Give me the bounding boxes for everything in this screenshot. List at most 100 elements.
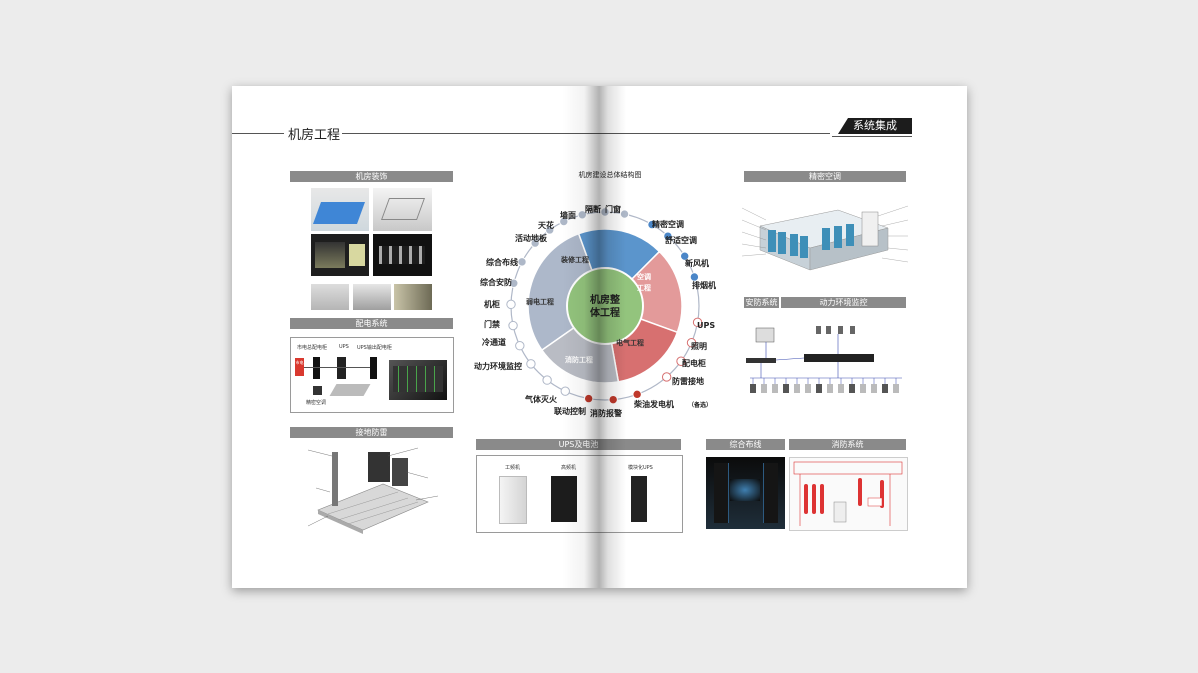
output-cabinet-icon (370, 357, 377, 379)
label-cabinet: 机柜 (484, 300, 500, 309)
badge-rule (832, 136, 912, 137)
photo-room (311, 234, 369, 276)
ring-dot (608, 394, 618, 405)
label-access: 门禁 (484, 320, 500, 329)
power-diagram-box: 市电总配电柜 UPS UPS输出配电柜 市电 精密空调 (290, 337, 454, 413)
sensor-device (761, 384, 767, 393)
segment-decor (527, 232, 606, 352)
label-partition: 隔断 (585, 205, 601, 214)
section-power: 配电系统 (290, 318, 453, 329)
photo-small-2 (353, 284, 391, 310)
segment-ac-label-2: 工程 (637, 283, 651, 292)
ring-dot (526, 359, 536, 369)
section-badge: 系统集成 (838, 118, 912, 134)
ring-dot (542, 375, 552, 385)
label-ground: 防雷接地 (672, 377, 704, 386)
center-disc (566, 267, 644, 345)
photo-small-3 (394, 284, 432, 310)
battery-rack-icon (389, 360, 447, 400)
label-light: 照明 (691, 342, 707, 351)
ring-dot (545, 225, 555, 235)
ring-dot (560, 386, 570, 396)
label-exhaust: 排烟机 (692, 281, 716, 290)
ring-dot (600, 207, 610, 217)
sensor-device (849, 384, 855, 393)
section-ups: UPS及电池 (476, 439, 681, 450)
sensor-device (893, 384, 899, 393)
sensor-device (783, 384, 789, 393)
label-grid-cabinet: 市电总配电柜 (297, 345, 328, 351)
sensor-device (838, 384, 844, 393)
brochure-spread: 机房工程 系统集成 机房装饰 配电系统 市电总配电柜 UPS UPS输出配电柜 … (232, 86, 967, 588)
page-title: 机房工程 (288, 128, 341, 143)
sensor-device (772, 384, 778, 393)
label-pac: 精密空调 (652, 220, 684, 229)
ring-dot (530, 238, 540, 248)
segment-ac-label-1: 空调 (637, 272, 651, 281)
ring-dot (508, 320, 518, 331)
ac-illustration (741, 198, 909, 276)
label-optional: （备选） (688, 402, 713, 409)
ring-dot (663, 231, 673, 241)
segment-elec-label: 电气工程 (616, 338, 644, 347)
ring-dot (689, 272, 700, 282)
mains-icon: 市电 (295, 358, 304, 376)
cable-tray-icon (329, 384, 371, 396)
segment-weak-label: 弱电工程 (526, 297, 554, 306)
ring-dot (517, 257, 527, 267)
label-floor: 活动地板 (515, 234, 547, 243)
title-rule (342, 133, 830, 134)
label-env: 动力环境监控 (474, 362, 522, 371)
ring-dot (506, 299, 516, 310)
ring-dot (583, 393, 594, 404)
label-gas: 气体灭火 (525, 395, 557, 404)
section-cabling: 综合布线 (706, 439, 785, 450)
label-link: 联动控制 (554, 407, 586, 416)
section-decoration: 机房装饰 (290, 171, 453, 182)
label-diesel: 柴油发电机 (634, 400, 674, 409)
modular-ups-icon (631, 476, 647, 522)
section-grounding: 接地防雷 (290, 427, 453, 438)
section-ac: 精密空调 (744, 171, 906, 182)
center-label-1: 机房整 (590, 293, 620, 306)
ring-dot (509, 278, 519, 288)
label-ups: UPS (339, 344, 349, 350)
ring-dot (515, 341, 525, 351)
label-wall: 墙面 (560, 211, 576, 220)
label-alarm: 消防报警 (590, 409, 622, 418)
env-diagram (742, 320, 908, 418)
center-label-2: 体工程 (590, 306, 620, 319)
label-pac: 精密空调 (306, 400, 327, 406)
label-modular: 模块化UPS (628, 465, 653, 471)
label-dist: 配电柜 (682, 359, 706, 368)
label-fresh: 新风机 (685, 259, 709, 268)
pac-icon (313, 386, 322, 395)
fire-diagram (789, 457, 908, 531)
label-comfort: 舒适空调 (665, 236, 697, 245)
ups-icon (337, 357, 346, 379)
sensor-device (860, 384, 866, 393)
sensor-device (794, 384, 800, 393)
ring-dot (647, 219, 657, 230)
title-rule-left (232, 133, 284, 134)
ring-dot (619, 209, 630, 219)
power-line (304, 367, 370, 368)
section-security: 安防系统 (744, 297, 779, 308)
ring-dot (676, 356, 686, 366)
label-hf: 高频机 (561, 465, 577, 471)
ups-box: 工频机 高频机 模块化UPS (476, 455, 683, 533)
section-env: 动力环境监控 (781, 297, 906, 308)
sensor-device (882, 384, 888, 393)
industrial-ups-icon (499, 476, 527, 524)
grid-cabinet-icon (313, 357, 320, 379)
sensor-device (816, 384, 822, 393)
label-cold: 冷通道 (482, 338, 506, 347)
label-ceiling: 天花 (538, 221, 554, 230)
diagram-title: 机房建设总体结构图 (578, 171, 642, 179)
label-ups-output: UPS输出配电柜 (357, 345, 392, 351)
sensor-device (827, 384, 833, 393)
sensor-device (871, 384, 877, 393)
segment-fire-label: 消防工程 (565, 355, 593, 364)
ring-dot (686, 338, 697, 348)
ring-dot (680, 251, 690, 261)
